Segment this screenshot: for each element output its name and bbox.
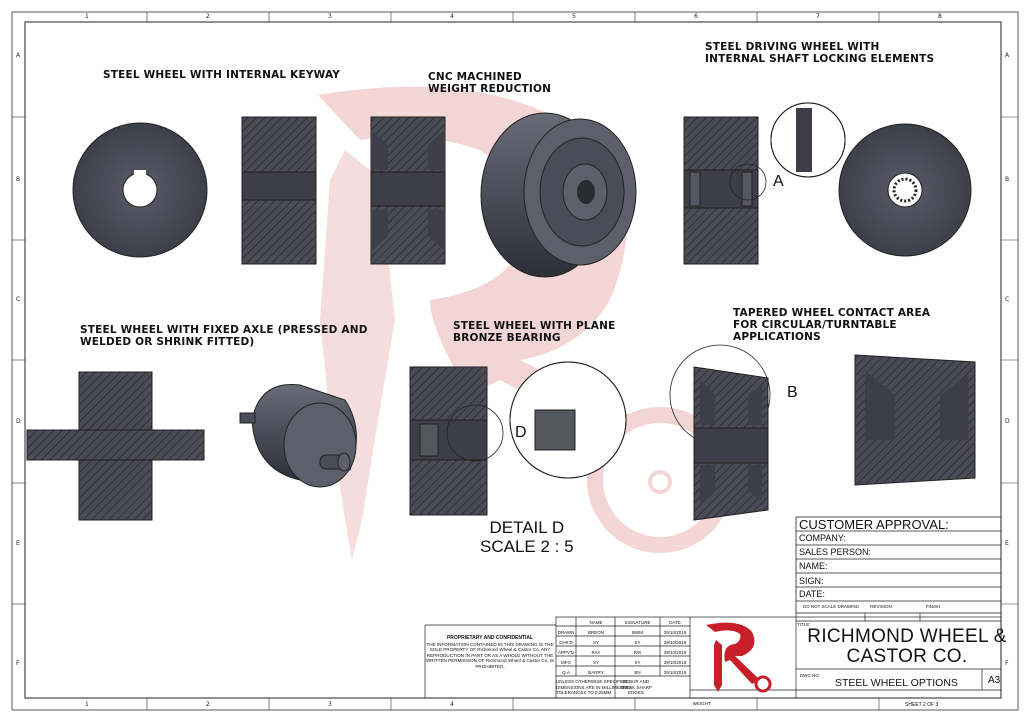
sheet-number: SHEET 2 OF 3 xyxy=(905,702,939,708)
zone-row-d: D xyxy=(16,418,21,425)
tapered-wheel-section xyxy=(669,344,771,521)
zone-col-8: 8 xyxy=(938,13,942,20)
sign-field: SIGN: xyxy=(799,576,824,586)
zone-col-6: 6 xyxy=(694,13,698,20)
zone-col-2: 2 xyxy=(206,13,210,20)
zone-row-d-right: D xyxy=(1005,418,1010,425)
note-bronze: STEEL WHEEL WITH PLANE BRONZE BEARING xyxy=(453,320,616,344)
row-appvd-name: RAY xyxy=(591,650,601,655)
driving-wheel-section xyxy=(683,116,767,265)
zone-row-b-right: B xyxy=(1005,176,1010,183)
row-drawn-role: DRAWN xyxy=(557,630,575,635)
company-name: RICHMOND WHEEL & CASTOR CO. xyxy=(807,626,1007,667)
keyway-wheel-front-view xyxy=(72,122,208,258)
drawing-title: STEEL WHEEL OPTIONS xyxy=(835,677,958,689)
title-label: TITLE: xyxy=(797,622,811,627)
do-not-scale-label: DO NOT SCALE DRAWING xyxy=(802,604,860,609)
zone-col-7: 7 xyxy=(816,13,820,20)
zone-row-f: F xyxy=(16,660,20,667)
row-qa-sig: BN xyxy=(634,670,641,675)
note-keyway: STEEL WHEEL WITH INTERNAL KEYWAY xyxy=(103,69,341,81)
header-signature: SIGNATURE xyxy=(624,620,651,625)
proprietary-heading: PROPRIETARY AND CONFIDENTIAL xyxy=(446,635,534,641)
zone-row-e-right: E xyxy=(1005,540,1009,547)
zone-col-5: 5 xyxy=(572,13,576,20)
row-appvd-date: 29/10/2019 xyxy=(663,650,687,655)
row-mfg-sig: SY xyxy=(634,660,641,665)
proprietary-body: THE INFORMATION CONTAINED IN THIS DRAWIN… xyxy=(425,641,555,669)
header-name: NAME xyxy=(589,620,603,625)
cnc-wheel-isometric xyxy=(480,112,637,278)
deburr-note: DEBUR AND BREAK SHARP EDGES xyxy=(619,679,652,695)
zone-row-a: A xyxy=(16,52,21,59)
zone-col-1: 1 xyxy=(85,13,89,20)
proprietary-notice: PROPRIETARY AND CONFIDENTIAL THE INFORMA… xyxy=(425,635,555,670)
row-qa-date: 29/10/2019 xyxy=(663,670,687,675)
row-mfg-date: 29/10/2019 xyxy=(663,660,687,665)
detail-d-magnified xyxy=(509,361,628,479)
date-field: DATE: xyxy=(799,589,825,599)
row-drawn-sig: BWM xyxy=(632,630,643,635)
zone-col-1-bottom: 1 xyxy=(85,701,89,708)
note-tapered: TAPERED WHEEL CONTACT AREA FOR CIRCULAR/… xyxy=(733,307,931,343)
company-field: COMPANY: xyxy=(799,533,846,543)
row-appvd-sig: RW xyxy=(633,650,642,655)
row-appvd-role: APPV'D xyxy=(557,650,575,655)
header-date: DATE xyxy=(669,620,681,625)
keyway-wheel-section xyxy=(241,116,317,265)
row-mfg-role: MFG xyxy=(561,660,571,665)
callout-a: A xyxy=(773,173,784,190)
zone-col-3-bottom: 3 xyxy=(328,701,332,708)
row-chkd-date: 29/10/2019 xyxy=(663,640,687,645)
zone-row-c-right: C xyxy=(1005,296,1010,303)
row-chkd-sig: SY xyxy=(634,640,641,645)
row-drawn-name: BREON xyxy=(587,630,604,635)
weight-reduction-wheel-section xyxy=(370,116,446,265)
zone-row-f-right: F xyxy=(1005,660,1009,667)
driving-wheel-front-view xyxy=(838,123,972,257)
zone-row-b: B xyxy=(16,176,21,183)
zone-row-c: C xyxy=(16,296,21,303)
weight-label: WEIGHT: xyxy=(692,701,712,706)
zone-col-3: 3 xyxy=(328,13,332,20)
callout-b: B xyxy=(787,384,798,401)
row-chkd-role: CHK'D xyxy=(559,640,573,645)
zone-col-4: 4 xyxy=(450,13,454,20)
fixed-axle-wheel-section xyxy=(26,371,205,521)
revision-label: REVISION xyxy=(870,604,892,609)
company-logo xyxy=(706,622,772,693)
row-mfg-name: SY xyxy=(592,660,599,665)
note-cnc: CNC MACHINED WEIGHT REDUCTION xyxy=(428,71,552,95)
row-chkd-name: SY xyxy=(592,640,599,645)
zone-row-a-right: A xyxy=(1005,52,1010,59)
fixed-axle-wheel-isometric xyxy=(239,383,357,488)
customer-approval-title: CUSTOMER APPROVAL: xyxy=(799,517,949,532)
zone-col-2-bottom: 2 xyxy=(206,701,210,708)
bronze-bearing-wheel-section xyxy=(409,366,504,516)
row-drawn-date: 29/10/2019 xyxy=(663,630,687,635)
note-fixed-axle: STEEL WHEEL WITH FIXED AXLE (PRESSED AND… xyxy=(80,324,368,348)
zone-row-e: E xyxy=(16,540,20,547)
name-field: NAME: xyxy=(799,561,828,571)
detail-a-magnified xyxy=(770,102,846,178)
row-qa-role: Q.A xyxy=(562,670,570,675)
callout-d: D xyxy=(515,424,527,441)
row-qa-name: BARRY xyxy=(588,670,604,675)
note-driving: STEEL DRIVING WHEEL WITH INTERNAL SHAFT … xyxy=(705,41,935,65)
detail-d-label: DETAIL D SCALE 2 : 5 xyxy=(480,518,574,556)
zone-col-4-bottom: 4 xyxy=(450,701,454,708)
sales-person-field: SALES PERSON: xyxy=(799,547,872,557)
finish-label: FINISH xyxy=(925,604,941,609)
tolerance-note: UNLESS OTHERWISE SPECIFIED: DIMENSIONS A… xyxy=(556,679,632,695)
dwg-no-label: DWG NO. xyxy=(799,673,821,678)
detail-b-magnified xyxy=(854,354,976,486)
sheet-size: A3 xyxy=(988,675,1001,686)
